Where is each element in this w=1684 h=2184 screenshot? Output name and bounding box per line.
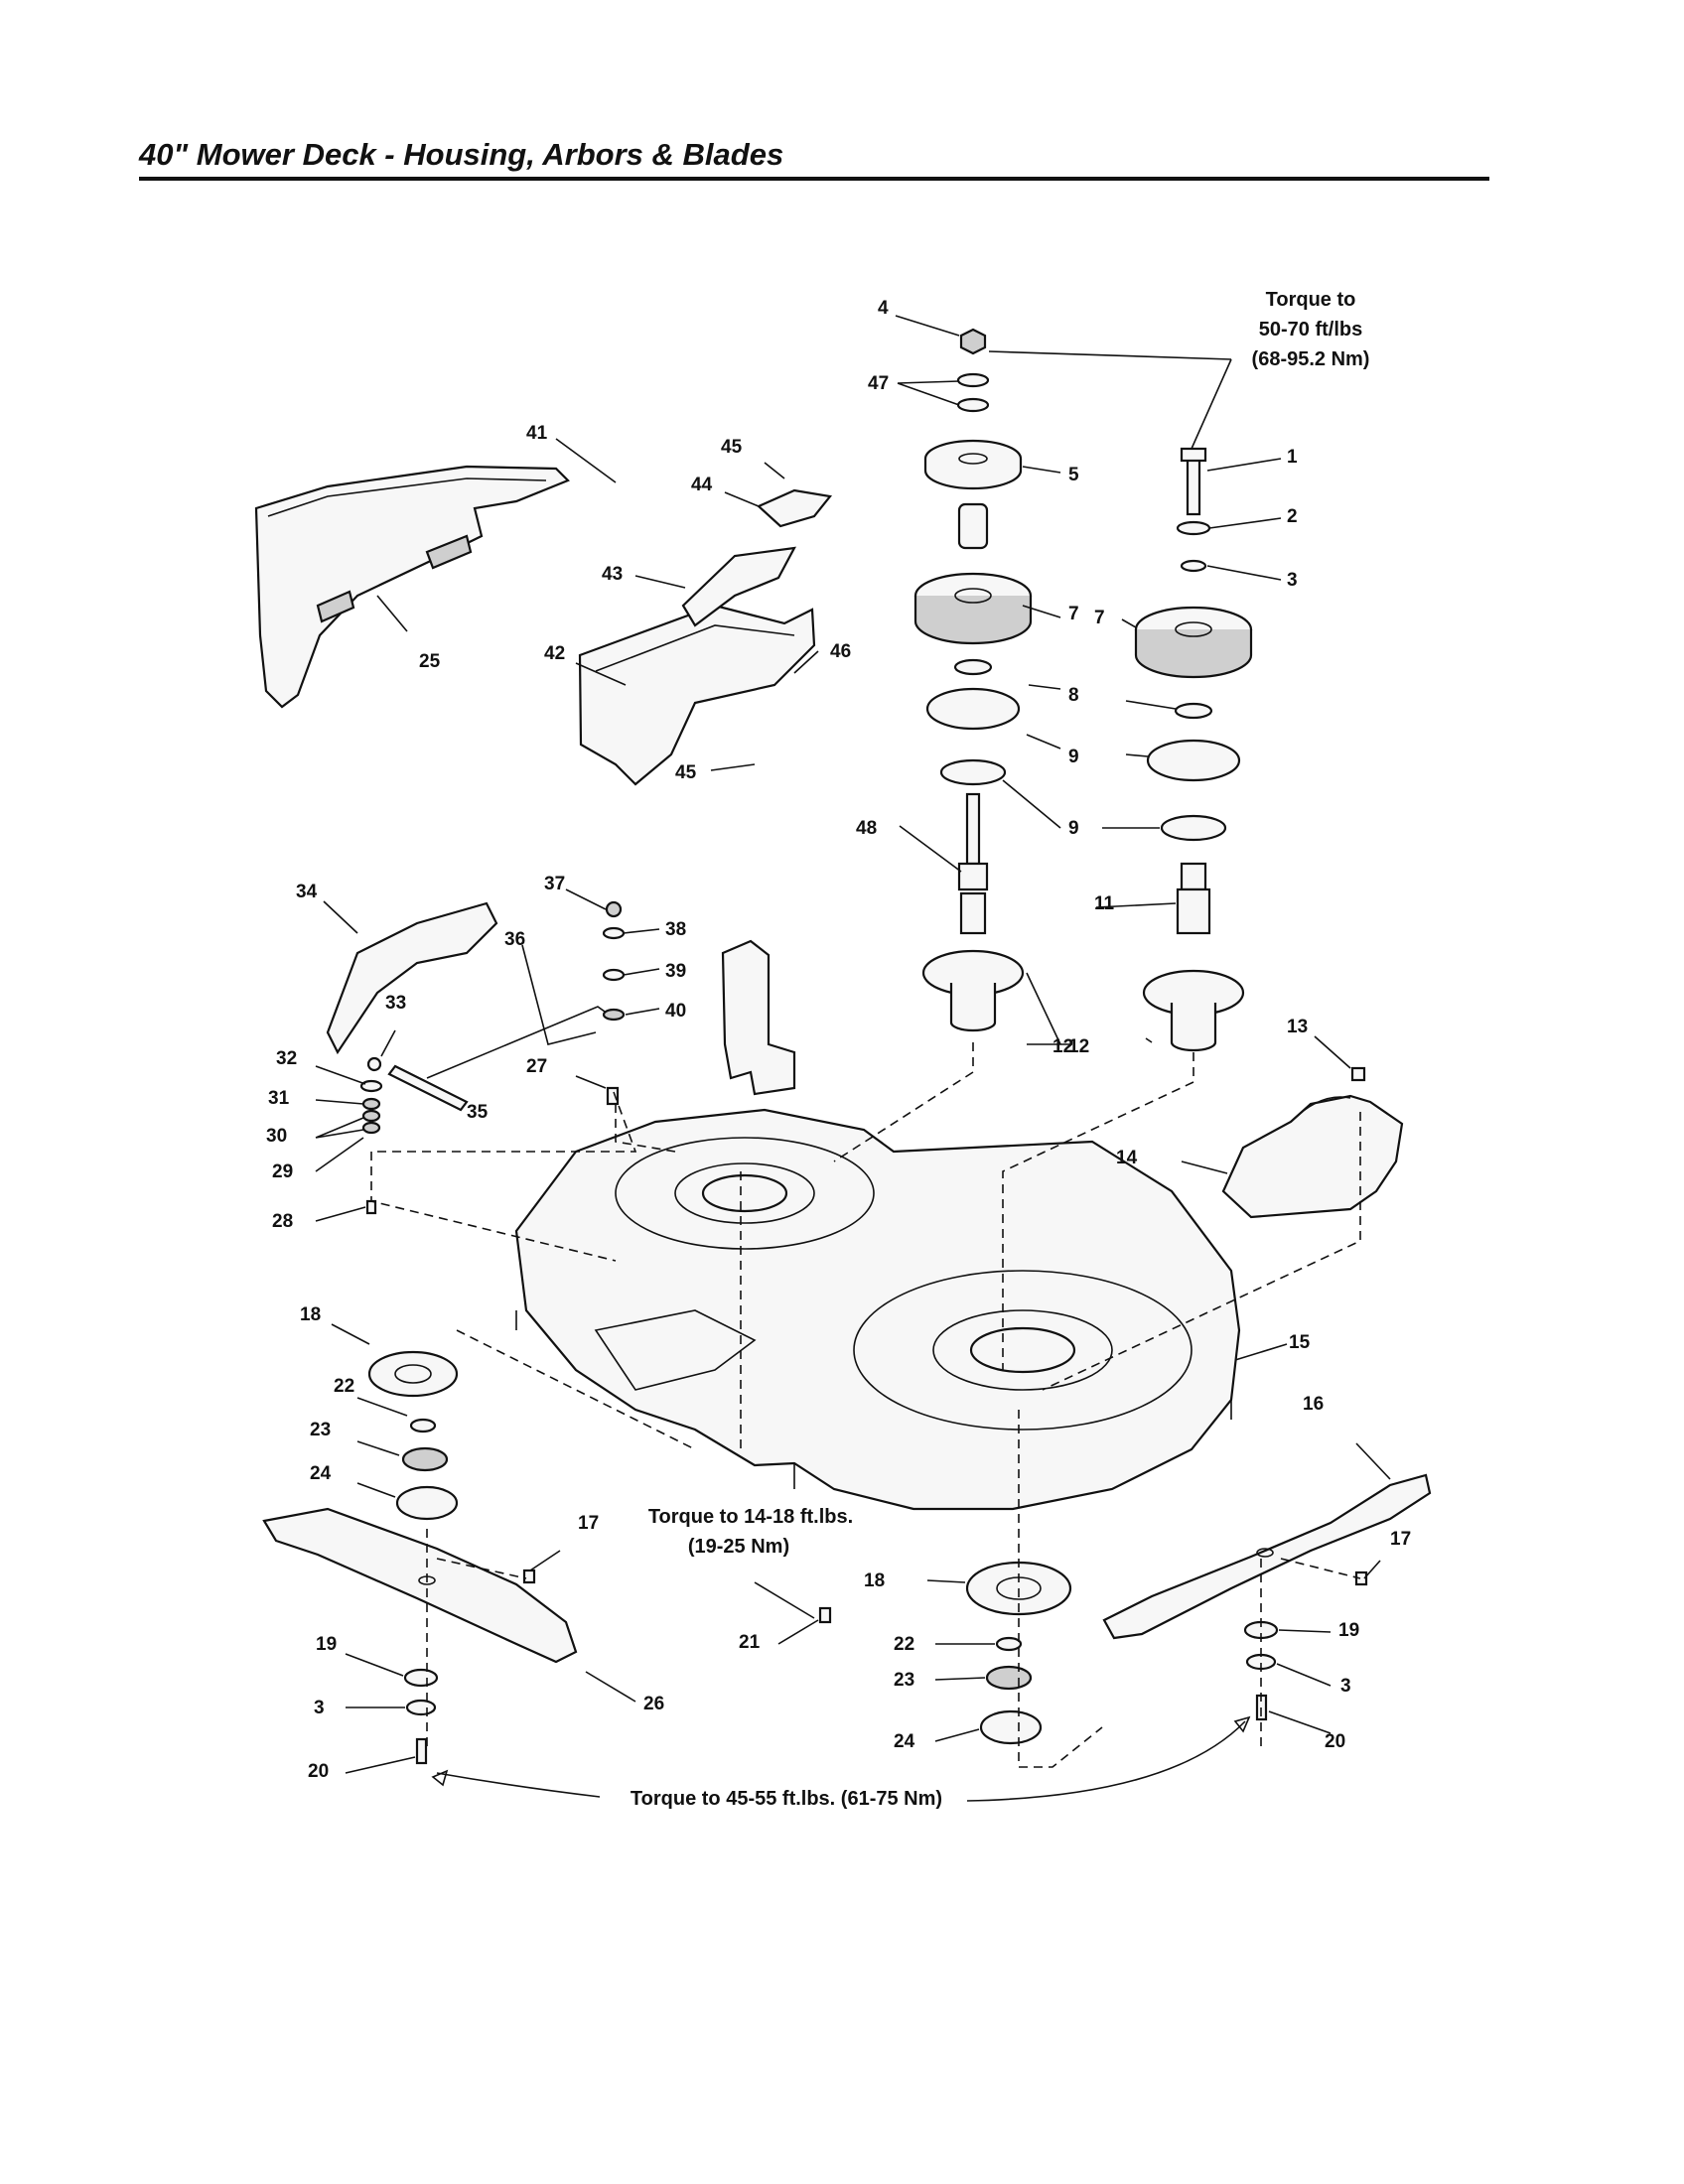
rod-36	[387, 1006, 613, 1112]
callout: 29	[272, 1161, 293, 1182]
spindle-stack-right	[1134, 447, 1253, 1052]
callout: 18	[864, 1570, 885, 1591]
callout: 19	[1338, 1620, 1359, 1641]
mower-deck-housing	[514, 1108, 1241, 1511]
callout: 35	[467, 1102, 489, 1123]
callout: 24	[310, 1463, 332, 1484]
hardware-stack-left	[359, 1056, 383, 1215]
callout: 42	[544, 643, 565, 664]
callout: 40	[665, 1001, 686, 1022]
callout: 20	[1325, 1731, 1345, 1752]
hub-bearing-center	[818, 1561, 1072, 1745]
callout: 45	[675, 762, 697, 783]
callout: 16	[1303, 1394, 1324, 1415]
hardware-blade-left	[403, 1569, 536, 1765]
discharge-chute-deflector	[254, 465, 570, 709]
callout: 24	[894, 1731, 915, 1752]
callout: 27	[526, 1056, 547, 1077]
leader-lines	[315, 315, 1391, 1802]
callout: 15	[1289, 1332, 1311, 1353]
torque-note-top-line1: Torque to	[1266, 289, 1356, 311]
callout: 7	[1094, 608, 1105, 628]
callout: 41	[526, 423, 548, 444]
torque-note-top-line3: (68-95.2 Nm)	[1252, 348, 1370, 370]
alignment-lines	[370, 1042, 1361, 1768]
torque-note-bottom: Torque to 45-55 ft.lbs. (61-75 Nm)	[631, 1788, 942, 1810]
hub-bearing-left	[367, 1350, 459, 1521]
part-callouts: 4 47 45 44 41 43 42 46 45 25 5 7 8 9 9 4…	[266, 298, 1411, 1782]
height-adjust-bracket	[721, 939, 796, 1096]
callout: 4	[878, 298, 889, 319]
callout: 39	[665, 961, 686, 982]
callout: 1	[1287, 447, 1298, 468]
callout: 19	[316, 1634, 337, 1655]
blade-right	[1102, 1473, 1432, 1640]
hardware-stack-center	[602, 900, 626, 1106]
callout: 33	[385, 993, 406, 1014]
callout: 18	[300, 1304, 321, 1325]
callout: 3	[1287, 570, 1298, 591]
callout: 20	[308, 1761, 329, 1782]
callout: 7	[1068, 604, 1079, 624]
callout: 30	[266, 1126, 287, 1147]
callout: 34	[296, 882, 318, 902]
callout: 46	[830, 641, 851, 662]
callout: 22	[894, 1634, 914, 1655]
hardware-blade-right	[1243, 1570, 1368, 1721]
torque-note-middle: Torque to 14-18 ft.lbs. (19-25 Nm)	[648, 1506, 853, 1558]
callout: 31	[268, 1088, 290, 1109]
callout: 44	[691, 475, 713, 495]
callout: 9	[1068, 747, 1079, 767]
callout: 28	[272, 1211, 293, 1232]
callout: 17	[1390, 1529, 1411, 1550]
callout: 22	[334, 1376, 354, 1397]
callout: 3	[1340, 1676, 1351, 1697]
callout: 32	[276, 1048, 297, 1069]
callout: 48	[856, 818, 877, 839]
pulley-cover-14	[1221, 1066, 1404, 1219]
callout: 9	[1068, 818, 1079, 839]
callout: 12	[1052, 1036, 1073, 1057]
callout: 17	[578, 1513, 599, 1534]
callout: 43	[602, 564, 623, 585]
callout: 2	[1287, 506, 1298, 527]
callout: 5	[1068, 465, 1079, 485]
callout: 3	[314, 1698, 325, 1718]
blade-left	[262, 1507, 578, 1664]
callout: 38	[665, 919, 686, 940]
torque-note-middle-line2: (19-25 Nm)	[688, 1536, 789, 1558]
callout: 23	[894, 1670, 914, 1691]
callout: 47	[868, 373, 889, 394]
callout: 37	[544, 874, 565, 894]
callout: 45	[721, 437, 743, 458]
baffle-34	[326, 901, 498, 1055]
callout: 12	[1068, 1036, 1089, 1057]
callout: 23	[310, 1420, 331, 1440]
callout: 21	[739, 1632, 761, 1653]
mounting-bracket-cover	[578, 604, 816, 786]
callout: 13	[1287, 1017, 1308, 1037]
callout: 25	[419, 651, 441, 672]
bracket-44	[757, 488, 833, 528]
callout: 14	[1116, 1148, 1138, 1168]
bracket-plate-43	[681, 546, 796, 627]
torque-note-middle-line1: Torque to 14-18 ft.lbs.	[648, 1506, 853, 1528]
torque-note-top: Torque to 50-70 ft/lbs (68-95.2 Nm)	[1252, 289, 1370, 370]
callout: 11	[1094, 893, 1115, 914]
page-title: 40" Mower Deck - Housing, Arbors & Blade…	[139, 137, 784, 172]
torque-note-top-line2: 50-70 ft/lbs	[1259, 319, 1362, 341]
spindle-stack-left	[913, 328, 1033, 1032]
callout: 36	[504, 929, 525, 950]
callout: 8	[1068, 685, 1079, 706]
callout: 26	[643, 1694, 664, 1714]
title-rule	[139, 177, 1489, 181]
